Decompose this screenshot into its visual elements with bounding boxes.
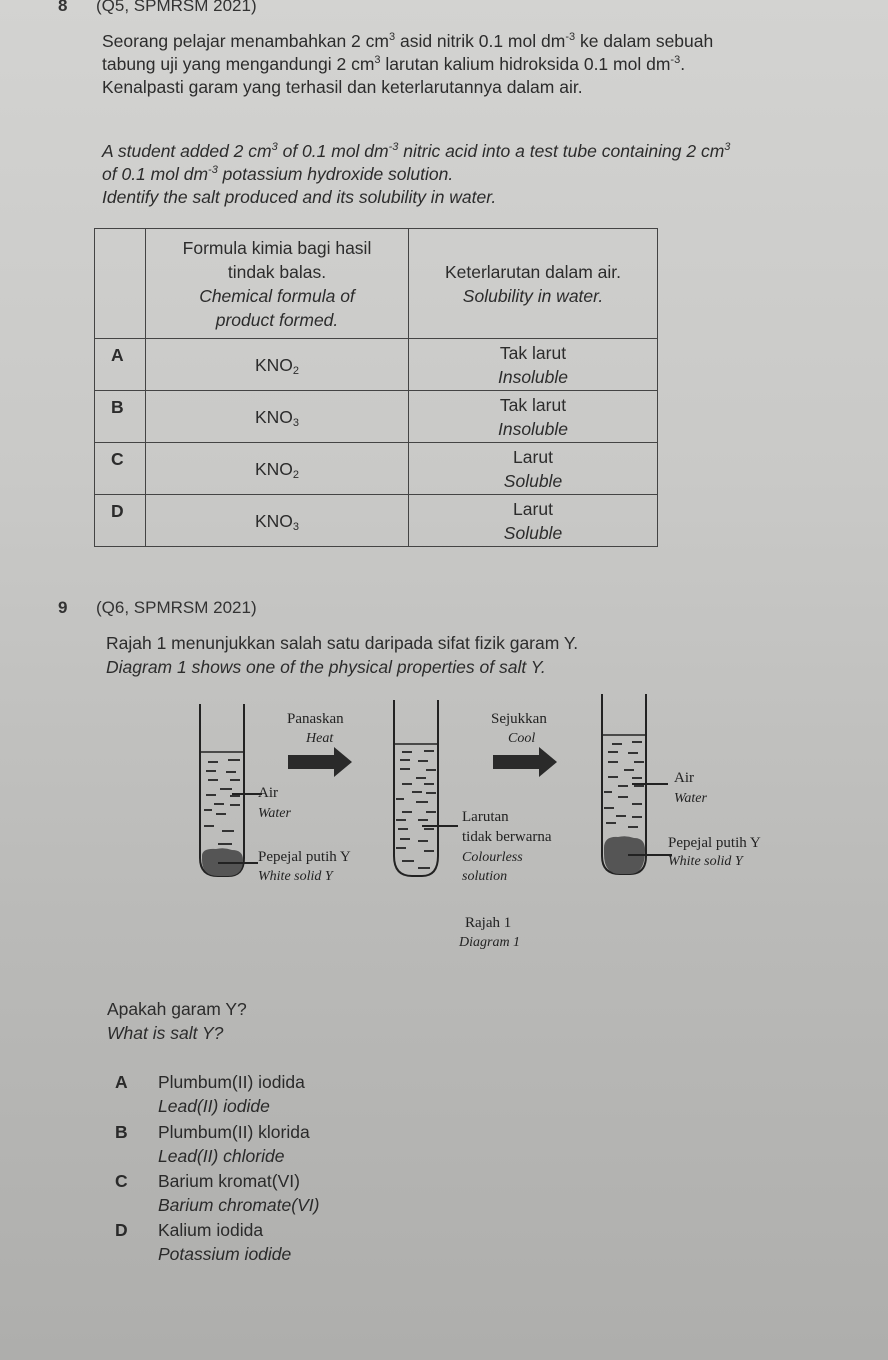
heat-label-english: Heat (306, 731, 334, 746)
test-tube-1-icon (199, 704, 245, 877)
option-english: Potassium iodide (158, 1244, 292, 1264)
option-letter: B (115, 1122, 128, 1142)
option-a[interactable]: A Plumbum(II) iodida Lead(II) iodide (115, 1070, 515, 1118)
question-9-options: A Plumbum(II) iodida Lead(II) iodide B P… (115, 1070, 515, 1270)
q8-malay-line-3: Kenalpasti garam yang terhasil dan keter… (102, 77, 583, 97)
option-letter: A (94, 338, 146, 391)
pointer-line-icon (422, 825, 458, 827)
table-header-row: Formula kimia bagi hasil tindak balas. C… (94, 228, 658, 339)
question-9-intro-malay: Rajah 1 menunjukkan salah satu daripada … (106, 633, 579, 653)
option-malay: Plumbum(II) klorida (158, 1122, 310, 1142)
tube-3-solid-malay: Pepejal putih Y (668, 835, 761, 851)
option-b[interactable]: B Plumbum(II) klorida Lead(II) chloride (115, 1120, 515, 1168)
option-c[interactable]: C Barium kromat(VI) Barium chromate(VI) (115, 1169, 515, 1217)
heat-label-malay: Panaskan (287, 711, 344, 727)
q8-english-line-3: Identify the salt produced and its solub… (102, 187, 497, 207)
q8-english-line-1: A student added 2 cm3 of 0.1 mol dm-3 ni… (102, 141, 731, 161)
question-9-prompt-malay: Apakah garam Y? (107, 999, 247, 1019)
option-letter: A (115, 1072, 128, 1092)
question-8-number: 8 (58, 0, 68, 15)
option-letter: B (94, 390, 146, 443)
header-solubility: Keterlarutan dalam air. Solubility in wa… (408, 228, 658, 339)
tube-1-water-malay: Air (258, 785, 278, 801)
test-tube-2-icon (393, 700, 439, 877)
question-8-english-text: A student added 2 cm3 of 0.1 mol dm-3 ni… (102, 140, 872, 209)
pointer-line-icon (218, 862, 258, 864)
question-9-number: 9 (58, 598, 68, 617)
option-english: Lead(II) chloride (158, 1146, 285, 1166)
heat-arrow-icon (288, 747, 352, 777)
cool-arrow-icon (493, 747, 557, 777)
tube-2-solution-english-1: Colourless (462, 850, 523, 865)
question-9-source: (Q6, SPMRSM 2021) (96, 598, 257, 617)
option-d[interactable]: D Kalium iodida Potassium iodide (115, 1218, 515, 1266)
option-english: Lead(II) iodide (158, 1096, 270, 1116)
cool-label-english: Cool (508, 731, 536, 746)
header-formula: Formula kimia bagi hasil tindak balas. C… (145, 228, 409, 339)
pointer-line-icon (628, 854, 672, 856)
option-malay: Plumbum(II) iodida (158, 1072, 305, 1092)
tube-3-solid-english: White solid Y (668, 854, 743, 869)
formula-cell: KNO3 (145, 390, 409, 443)
option-english: Barium chromate(VI) (158, 1195, 320, 1215)
option-letter: D (94, 494, 146, 547)
option-letter: D (115, 1220, 128, 1240)
pointer-line-icon (632, 783, 668, 785)
q8-malay-line-1: Seorang pelajar menambahkan 2 cm3 asid n… (102, 31, 714, 51)
option-malay: Kalium iodida (158, 1220, 264, 1240)
q8-malay-line-2: tabung uji yang mengandungi 2 cm3 laruta… (102, 54, 686, 74)
formula-cell: KNO2 (145, 338, 409, 391)
header-empty-cell (94, 228, 146, 339)
question-8-options-table: Formula kimia bagi hasil tindak balas. C… (94, 228, 658, 547)
tube-2-solution-english-2: solution (462, 869, 508, 884)
formula-cell: KNO3 (145, 494, 409, 547)
option-malay: Barium kromat(VI) (158, 1171, 300, 1191)
question-9-intro-english: Diagram 1 shows one of the physical prop… (106, 657, 546, 677)
tube-1-solid-english: White solid Y (258, 869, 333, 884)
formula-cell: KNO2 (145, 442, 409, 495)
question-8-source: (Q5, SPMRSM 2021) (96, 0, 257, 15)
cool-label-malay: Sejukkan (491, 711, 547, 727)
tube-3-water-malay: Air (674, 770, 694, 786)
tube-1-solid-malay: Pepejal putih Y (258, 849, 351, 865)
option-letter: C (115, 1171, 128, 1191)
diagram-caption-malay: Rajah 1 (465, 915, 512, 931)
diagram-caption-english: Diagram 1 (459, 935, 521, 950)
question-8-malay-text: Seorang pelajar menambahkan 2 cm3 asid n… (102, 30, 862, 99)
question-9-prompt-english: What is salt Y? (107, 1023, 224, 1043)
option-letter: C (94, 442, 146, 495)
tube-2-solution-malay-2: tidak berwarna (462, 829, 552, 845)
pointer-line-icon (232, 793, 262, 795)
tube-1-water-english: Water (258, 806, 291, 821)
test-tube-3-icon (601, 694, 647, 875)
tube-2-solution-malay-1: Larutan (462, 809, 509, 825)
tube-3-water-english: Water (674, 791, 707, 806)
q8-english-line-2: of 0.1 mol dm-3 potassium hydroxide solu… (102, 164, 454, 184)
